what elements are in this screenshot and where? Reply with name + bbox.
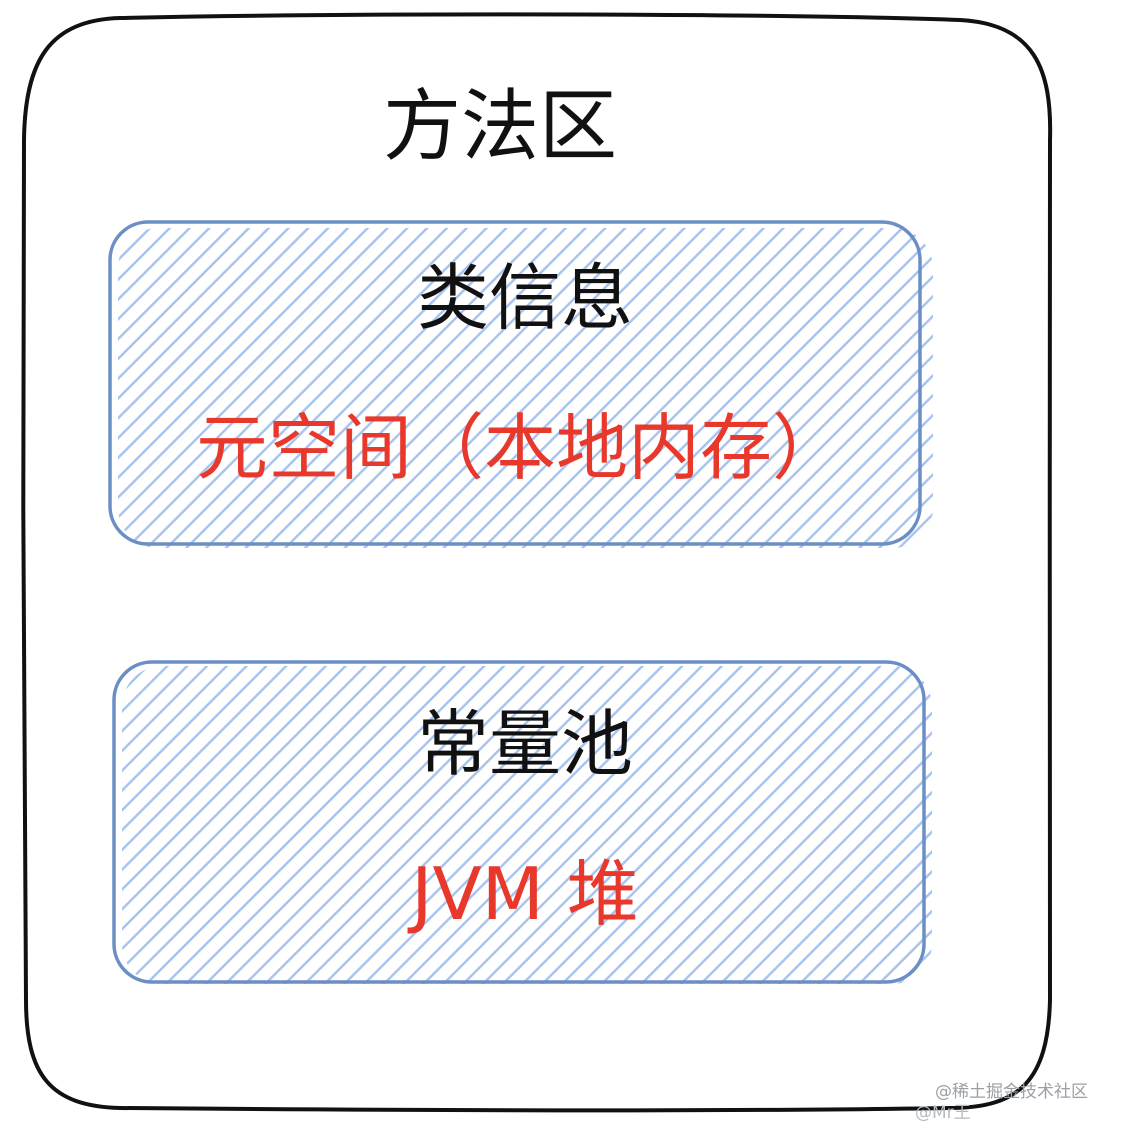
class-info-box [108,220,922,546]
method-area-outline [21,12,1053,1113]
watermark-author: @Mr王 [915,1103,971,1123]
class-info-title: 类信息 [416,256,633,340]
metaspace-label: 元空间（本地内存） [195,406,844,490]
method-area-title: 方法区 [382,82,617,172]
constant-pool-title: 常量池 [416,702,633,786]
constant-pool-box [112,660,926,984]
class-info-box-hatch [118,228,933,548]
watermark-site: @稀土掘金技术社区 [935,1082,1088,1102]
constant-pool-box-hatch [122,666,932,984]
jvm-heap-label: JVM 堆 [411,852,639,936]
